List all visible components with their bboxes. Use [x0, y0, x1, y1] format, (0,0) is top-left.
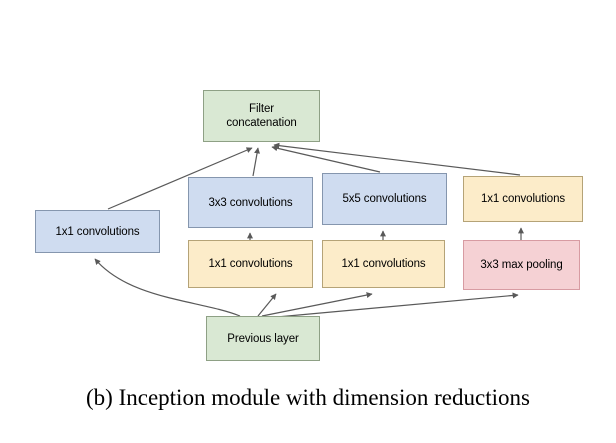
node-previous-layer: Previous layer [206, 316, 320, 361]
node-conv3x3: 3x3 convolutions [188, 177, 313, 228]
node-label-conv1x1-mid-b: 1x1 convolutions [341, 258, 426, 270]
edge-conv3x3-to-filter-concat [252, 147, 261, 177]
node-label-conv1x1-left: 1x1 convolutions [55, 225, 140, 238]
node-label-conv1x1-mid-a: 1x1 convolutions [208, 258, 293, 270]
filter-concat-line2: concatenation [226, 117, 297, 129]
edge-previous-to-conv1x1-mid-b [261, 292, 373, 317]
node-filter-concatenation: Filter concatenation [203, 90, 320, 142]
node-maxpool3x3: 3x3 max pooling [463, 240, 580, 290]
edge-conv1x1-left-to-filter-concat [107, 147, 253, 210]
node-label-maxpool3x3: 3x3 max pooling [480, 259, 563, 271]
edge-conv5x5-to-filter-concat [271, 145, 381, 173]
edge-previous-to-maxpool [265, 292, 519, 319]
node-conv1x1-mid-b: 1x1 convolutions [322, 240, 445, 288]
node-label-conv5x5: 5x5 convolutions [342, 193, 427, 205]
node-label-previous-layer: Previous layer [227, 332, 299, 345]
figure-caption: (b) Inception module with dimension redu… [86, 385, 530, 410]
edge-previous-to-conv1x1-left [94, 258, 241, 317]
node-label-conv3x3: 3x3 convolutions [208, 196, 293, 209]
edge-conv1x1-right-to-filter-concat [273, 142, 521, 176]
node-conv5x5: 5x5 convolutions [322, 173, 447, 225]
node-label-conv1x1-right: 1x1 convolutions [480, 193, 566, 205]
node-conv1x1-left: 1x1 convolutions [35, 210, 160, 253]
edge-previous-to-conv1x1-mid-a [257, 293, 277, 317]
node-conv1x1-mid-a: 1x1 convolutions [188, 240, 313, 288]
node-conv1x1-right: 1x1 convolutions [463, 176, 583, 222]
filter-concat-line1: Filter [249, 103, 274, 115]
node-label-filter-concatenation: Filter concatenation [226, 102, 296, 130]
